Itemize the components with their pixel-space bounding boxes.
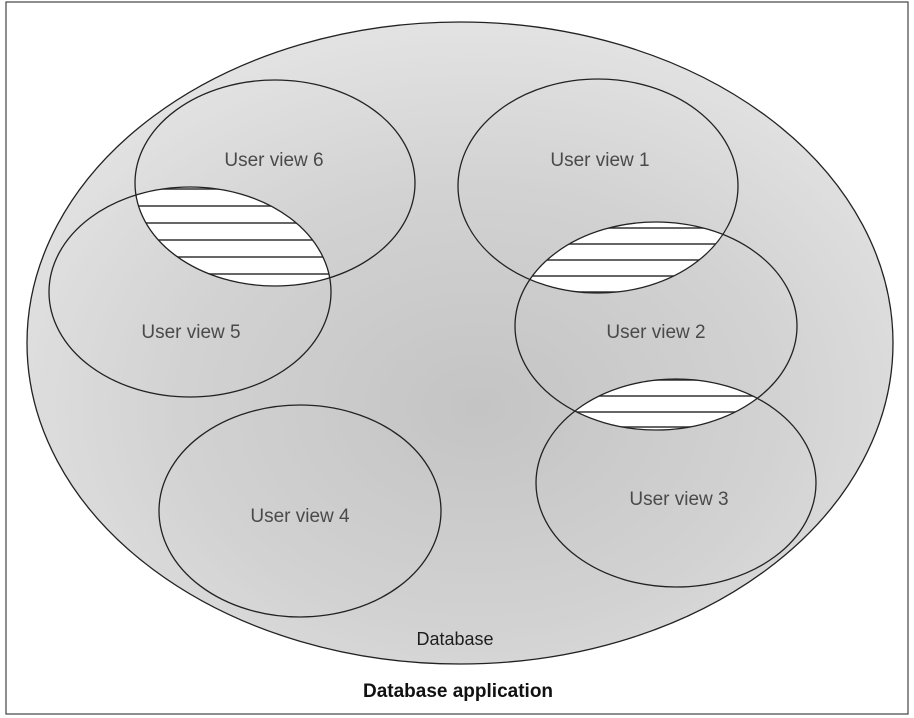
database-ellipse bbox=[26, 21, 894, 665]
database-label: Database bbox=[416, 629, 493, 649]
user-view-5-label: User view 5 bbox=[141, 322, 240, 343]
user-view-6-ellipse bbox=[134, 79, 416, 287]
user-view-1-ellipse bbox=[457, 78, 739, 294]
user-view-3-ellipse bbox=[535, 378, 817, 588]
user-view-4-ellipse bbox=[158, 404, 442, 618]
user-view-6-label: User view 6 bbox=[224, 150, 323, 171]
database-application-label: Database application bbox=[363, 681, 553, 702]
user-view-2-label: User view 2 bbox=[606, 322, 705, 343]
user-view-5-ellipse bbox=[48, 186, 332, 398]
user-view-2-ellipse bbox=[514, 221, 798, 431]
user-view-4-label: User view 4 bbox=[250, 506, 350, 527]
user-view-1-label: User view 1 bbox=[550, 150, 649, 171]
user-view-3-label: User view 3 bbox=[629, 489, 728, 510]
